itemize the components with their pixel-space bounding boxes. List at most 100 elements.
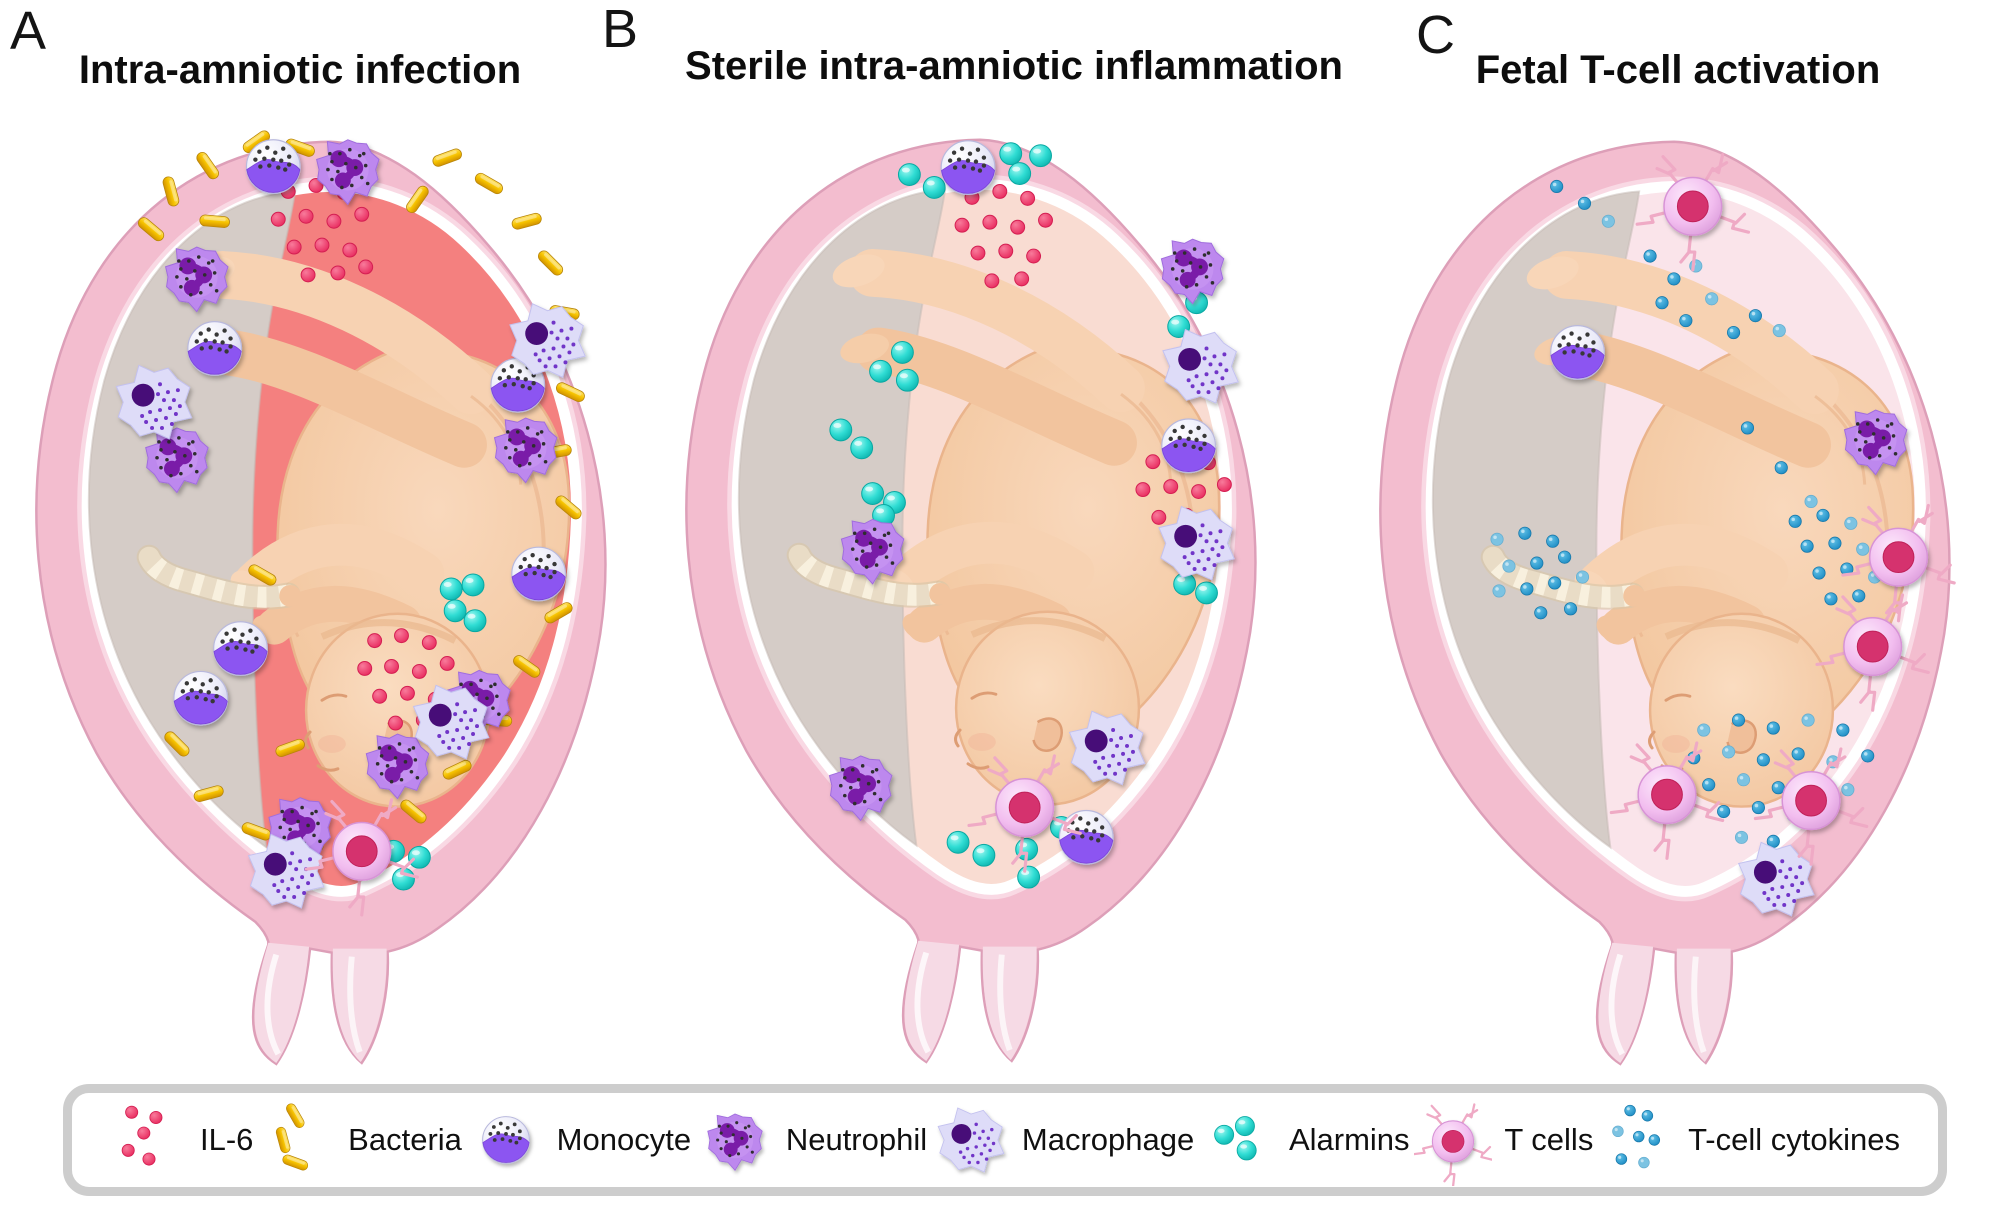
alarmin-dot bbox=[890, 340, 914, 364]
macrophage-cell bbox=[937, 1107, 1005, 1173]
cytokine-dot bbox=[1844, 516, 1858, 530]
monocyte-cell bbox=[213, 621, 268, 676]
monocyte-cell bbox=[1161, 418, 1217, 474]
il6-dot bbox=[300, 267, 316, 283]
cytokine-dot bbox=[1615, 1153, 1628, 1165]
il6-dot bbox=[399, 685, 415, 701]
uterus-illustration-c bbox=[1346, 92, 1982, 1066]
monocyte-cell bbox=[1550, 324, 1605, 380]
il6-dot bbox=[982, 214, 998, 230]
cytokine-dot bbox=[1577, 196, 1592, 210]
il6-dot bbox=[326, 213, 342, 229]
cytokine-dot bbox=[1520, 582, 1534, 596]
il6-dot bbox=[1163, 479, 1179, 495]
alarmin-dot bbox=[922, 176, 946, 199]
panel-b-letter: B bbox=[602, 0, 639, 59]
cytokine-dot bbox=[1643, 249, 1657, 263]
il6-dot bbox=[270, 211, 286, 227]
cytokine-dot bbox=[1558, 550, 1572, 564]
cytokine-dot bbox=[1502, 559, 1516, 573]
il6-dot bbox=[1135, 482, 1151, 498]
il6-dot bbox=[394, 628, 409, 644]
legend-item-monocyte: Monocyte bbox=[467, 1094, 691, 1186]
uterus-illustration-a bbox=[2, 92, 638, 1066]
bacterium bbox=[248, 564, 277, 586]
legend-item-alarmins: Alarmins bbox=[1199, 1094, 1410, 1186]
il6-dot bbox=[1191, 484, 1207, 499]
cytokine-dot bbox=[1641, 1110, 1654, 1122]
t-cell bbox=[1635, 153, 1751, 272]
monocyte-cell bbox=[481, 1116, 530, 1164]
alarmin-dot bbox=[1167, 315, 1191, 339]
panel-b-title: Sterile intra-amniotic inflammation bbox=[685, 44, 1343, 88]
legend-label: Macrophage bbox=[1021, 1122, 1195, 1157]
neutrophil-cell bbox=[145, 427, 209, 494]
macrophage-cell bbox=[509, 303, 586, 378]
il6-dot bbox=[439, 656, 455, 671]
legend-item-cytokines: T-cell cytokines bbox=[1598, 1094, 1900, 1186]
cytokine-dot bbox=[1564, 602, 1578, 616]
il6-icon bbox=[121, 1105, 163, 1166]
cytokine-dot bbox=[1840, 562, 1854, 576]
neutrophil-cell bbox=[1843, 409, 1908, 476]
alarmin-dot bbox=[461, 573, 485, 597]
il6-dot bbox=[137, 1126, 151, 1140]
cytokine-dot bbox=[1717, 804, 1731, 819]
alarmin-dot bbox=[861, 482, 885, 505]
il6-dot bbox=[358, 259, 374, 275]
macrophage-cell bbox=[1068, 710, 1146, 786]
macrophage-cell bbox=[1737, 841, 1815, 917]
bacterium bbox=[164, 731, 190, 757]
cytokine-dot bbox=[1852, 589, 1866, 603]
t-cell bbox=[1609, 741, 1725, 860]
alarmin-dot bbox=[869, 359, 892, 383]
legend-item-bacteria: Bacteria bbox=[258, 1094, 462, 1186]
t-cell bbox=[1841, 503, 1956, 623]
bacterium bbox=[199, 214, 230, 228]
il6-dot bbox=[1145, 454, 1161, 470]
cytokine-dot bbox=[1801, 713, 1815, 727]
alarmin-dot bbox=[829, 418, 853, 442]
cytokine-dot bbox=[1667, 272, 1681, 286]
il6-dot bbox=[1151, 509, 1167, 525]
il6-dot bbox=[367, 633, 383, 649]
il6-dot bbox=[357, 660, 373, 676]
macrophage-cell bbox=[1158, 505, 1235, 581]
bacterium bbox=[474, 172, 503, 195]
cytokine-dot bbox=[1788, 514, 1802, 528]
il6-dot bbox=[970, 245, 986, 261]
alarmin-dot bbox=[1195, 581, 1218, 605]
alarmin-dot bbox=[897, 163, 921, 186]
cytokine-dot bbox=[1550, 179, 1564, 194]
neutrophil-cell bbox=[707, 1113, 763, 1172]
legend-label: T-cell cytokines bbox=[1688, 1122, 1900, 1157]
monocyte-cell bbox=[511, 546, 567, 602]
il6-dot bbox=[984, 273, 1000, 289]
bacterium bbox=[196, 152, 219, 180]
alarmin-dot bbox=[439, 577, 463, 601]
cytokine-dot bbox=[1546, 534, 1560, 548]
alarmin-dot bbox=[1234, 1116, 1255, 1137]
il6-dot bbox=[1038, 212, 1053, 228]
alarmin-dot bbox=[850, 436, 874, 460]
cytokine-dot bbox=[1740, 421, 1755, 435]
macrophage-icon bbox=[937, 1107, 1005, 1173]
cytokine-dot bbox=[1736, 773, 1751, 787]
cytokine-dot bbox=[1727, 325, 1741, 340]
il6-dot bbox=[342, 242, 358, 258]
il6-dot bbox=[998, 243, 1014, 259]
cytokine-dot bbox=[1756, 753, 1770, 767]
cytokine-dot bbox=[1748, 309, 1762, 323]
alarmin-dot bbox=[1008, 162, 1032, 185]
il6-dot bbox=[384, 658, 400, 674]
bacterium bbox=[137, 217, 165, 242]
cytokine-dot bbox=[1530, 556, 1544, 570]
bacterium bbox=[275, 738, 305, 758]
panel-a-title: Intra-amniotic infection bbox=[78, 48, 522, 92]
il6-dot bbox=[125, 1105, 139, 1119]
il6-dot bbox=[992, 183, 1008, 199]
bacterium bbox=[286, 1103, 305, 1128]
cytokine-dot bbox=[1655, 296, 1669, 310]
cytokine-dot bbox=[1791, 747, 1805, 761]
